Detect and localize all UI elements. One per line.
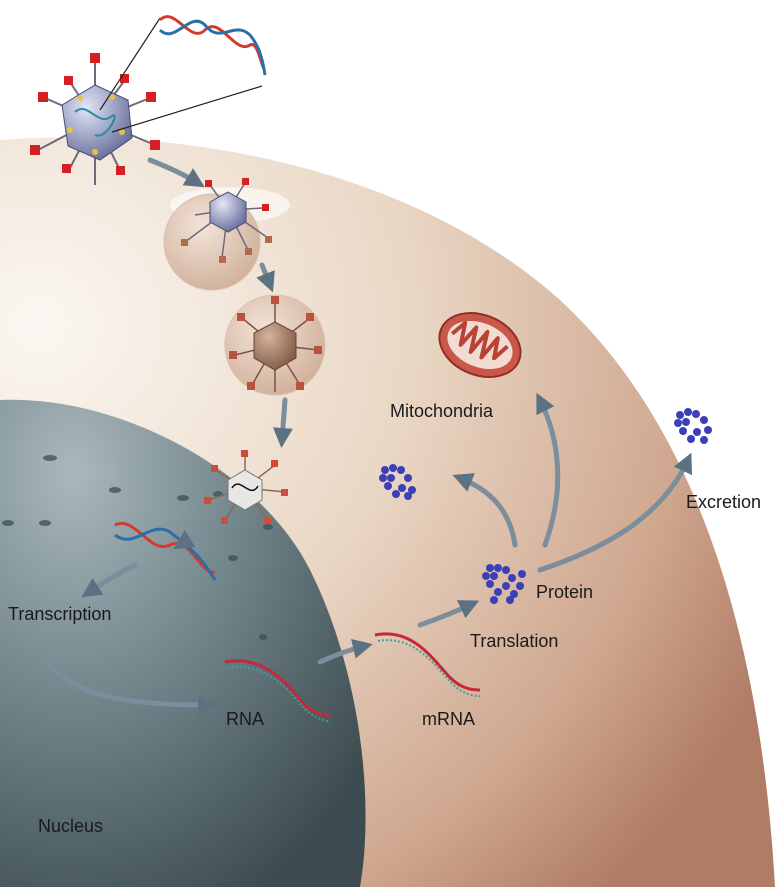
dna-helix-zoom	[158, 15, 267, 76]
arrow-excretion	[537, 452, 692, 573]
arrow-translation	[417, 600, 480, 628]
arrow-export	[317, 639, 373, 665]
arrow-rna	[47, 662, 218, 715]
arrow-entry	[147, 157, 205, 188]
nuclear-pores	[2, 455, 273, 640]
nanoparticle-endosome	[229, 296, 322, 392]
label-protein: Protein	[536, 582, 594, 602]
nanoparticle-outside	[30, 17, 263, 185]
label-nucleus: Nucleus	[38, 816, 104, 836]
pathway-arrows	[47, 157, 692, 715]
mrna-strand	[374, 632, 481, 697]
protein-cluster-excreted	[674, 408, 712, 444]
label-mrna: mRNA	[422, 709, 475, 729]
arrow-release	[173, 527, 208, 550]
label-excretion: Excretion	[686, 492, 762, 512]
nucleus	[0, 399, 366, 887]
label-transcription: Transcription	[8, 604, 112, 624]
arrow-endosome-1	[256, 262, 275, 293]
mitochondria-organelle	[438, 312, 522, 378]
arrow-transcription	[81, 562, 138, 598]
arrow-endosome-2	[272, 397, 293, 448]
arrow-to-protein-left	[452, 473, 518, 548]
nanoparticle-entering	[181, 178, 272, 263]
label-rna: RNA	[226, 709, 265, 729]
dna-released	[114, 521, 217, 581]
protein-cluster-left	[379, 464, 416, 500]
label-translation: Translation	[470, 631, 559, 651]
label-mitochondria: Mitochondria	[390, 401, 494, 421]
protein-cluster-main	[482, 564, 526, 604]
nanoparticle-releasing	[204, 450, 288, 524]
arrow-to-mitochondria	[536, 392, 561, 548]
rna-strand	[224, 659, 331, 723]
